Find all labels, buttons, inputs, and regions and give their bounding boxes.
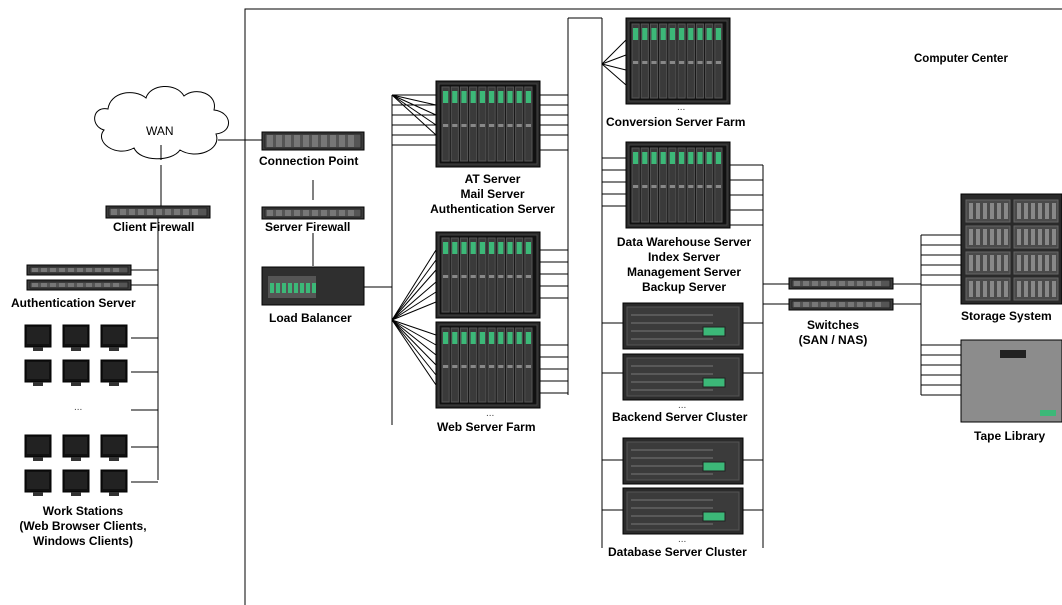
web-server-rack (435, 321, 541, 409)
database-server-cluster-label: Database Server Cluster (608, 545, 747, 559)
computer-center-label: Computer Center (914, 53, 1008, 65)
ellipsis: ... (678, 534, 687, 545)
tape-library-device (960, 339, 1062, 423)
backend-server-cluster-label: Backend Server Cluster (612, 410, 748, 424)
tape-library-label: Tape Library (974, 429, 1046, 443)
client-firewall-label: Client Firewall (113, 220, 195, 234)
workstation-monitor-icon (24, 359, 52, 386)
web-server-farm-label: Web Server Farm (437, 420, 536, 434)
workstation-monitor-icon (62, 469, 90, 496)
workstation-monitor-icon (100, 434, 128, 461)
data-warehouse-rack-label: Data Warehouse Server Index Server Manag… (616, 235, 752, 294)
work-stations-label: Work Stations (Web Browser Clients, Wind… (19, 504, 147, 548)
workstation-monitor-icon (24, 434, 52, 461)
workstation-monitor-icon (100, 469, 128, 496)
workstation-monitor-icon (100, 324, 128, 351)
workstation-monitor-icon (62, 434, 90, 461)
conversion-server-rack (625, 17, 731, 105)
switches-label: Switches (SAN / NAS) (798, 318, 868, 347)
backend-server (622, 353, 744, 401)
data-warehouse-rack (625, 141, 731, 229)
authentication-server-device (26, 264, 132, 276)
authentication-server-device (26, 279, 132, 291)
switch-device (788, 277, 894, 290)
server-firewall-device (261, 206, 365, 220)
ellipsis: ... (486, 408, 495, 419)
load-balancer-label: Load Balancer (269, 311, 352, 325)
storage-system-device (960, 193, 1062, 305)
workstation-monitor-icon (62, 324, 90, 351)
connection-point-device (261, 131, 365, 151)
app-server-rack (435, 80, 541, 168)
database-server (622, 487, 744, 535)
authentication-server-label: Authentication Server (11, 296, 136, 310)
ellipsis: ... (678, 400, 687, 411)
wan-cloud (94, 86, 229, 160)
backend-server (622, 302, 744, 350)
database-server (622, 437, 744, 485)
conversion-server-farm-label: Conversion Server Farm (606, 115, 746, 129)
load-balancer-device (261, 266, 365, 306)
server-firewall-label: Server Firewall (265, 220, 351, 234)
ellipsis: ... (74, 402, 83, 413)
workstation-monitor-icon (100, 359, 128, 386)
workstation-monitor-icon (24, 324, 52, 351)
switch-device (788, 298, 894, 311)
web-server-rack (435, 231, 541, 319)
workstation-monitor-icon (24, 469, 52, 496)
storage-system-label: Storage System (961, 309, 1052, 323)
connection-point-label: Connection Point (259, 154, 359, 168)
app-server-rack-label: AT Server Mail Server Authentication Ser… (430, 172, 555, 216)
workstation-monitor-icon (62, 359, 90, 386)
wan-label: WAN (146, 124, 174, 138)
ellipsis: ... (677, 102, 686, 113)
client-firewall-device (105, 205, 211, 219)
